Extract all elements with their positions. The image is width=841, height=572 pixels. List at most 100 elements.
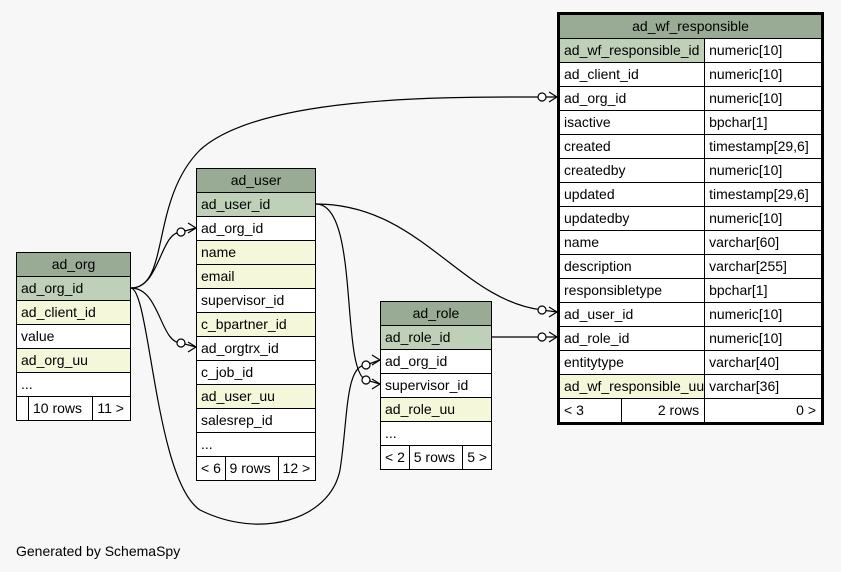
- table-ad-role[interactable]: ad_role ad_role_id ad_org_id supervisor_…: [380, 301, 492, 470]
- column-row[interactable]: ad_org_id: [380, 349, 492, 374]
- column-name: responsibletype: [557, 278, 706, 303]
- row-count: 9 rows: [224, 456, 279, 481]
- column-type: timestamp[29,6]: [704, 134, 823, 159]
- table-ad-user[interactable]: ad_user ad_user_id ad_org_id name email …: [196, 168, 317, 481]
- edge-end-circle: [361, 375, 371, 385]
- column-name: ad_user_id: [557, 302, 706, 327]
- column-row[interactable]: ad_orgtrx_id: [196, 336, 316, 361]
- edge-user-to-role-supervisor: [315, 203, 381, 385]
- column-name: ad_role_id: [557, 326, 706, 351]
- crowfoot: [548, 331, 558, 343]
- column-row[interactable]: ad_org_uu: [16, 348, 131, 373]
- row-count: 2 rows: [620, 398, 706, 424]
- column-row[interactable]: c_job_id: [196, 360, 316, 385]
- column-row[interactable]: ...: [380, 421, 492, 446]
- edge-org-to-user-orgtrx: [130, 287, 197, 348]
- crowfoot: [546, 91, 558, 103]
- edge-org-to-wf-org: [130, 96, 543, 289]
- column-row[interactable]: ...: [196, 432, 316, 457]
- edge-org-to-role-org: [130, 287, 381, 525]
- column-type: numeric[10]: [704, 158, 823, 183]
- column-row[interactable]: name: [196, 240, 316, 265]
- column-row[interactable]: ad_org_id: [196, 216, 316, 241]
- children-count[interactable]: 11 >: [92, 396, 131, 421]
- column-name: ad_wf_responsible_uu: [557, 374, 706, 399]
- column-row[interactable]: ad_org_id: [16, 276, 131, 301]
- edge-end-circle: [361, 360, 371, 370]
- column-row[interactable]: c_bpartner_id: [196, 312, 316, 337]
- column-type: numeric[10]: [704, 38, 823, 63]
- parents-count[interactable]: < 6: [196, 456, 226, 481]
- column-row[interactable]: ad_role_uu: [380, 397, 492, 422]
- parents-count[interactable]: < 3: [558, 398, 622, 424]
- column-type: varchar[255]: [704, 254, 823, 279]
- column-name: ad_client_id: [557, 62, 706, 87]
- column-name: updatedby: [557, 206, 706, 231]
- table-title[interactable]: ad_role: [380, 301, 492, 326]
- edge-end-circle: [537, 332, 547, 342]
- generated-by-label: Generated by SchemaSpy: [16, 543, 181, 559]
- column-name: ad_org_id: [557, 86, 706, 111]
- crowfoot: [187, 341, 197, 353]
- column-name: entitytype: [557, 350, 706, 375]
- edge-end-circle: [537, 92, 547, 102]
- column-name: name: [557, 230, 706, 255]
- column-type: bpchar[1]: [704, 110, 823, 135]
- column-row[interactable]: value: [16, 324, 131, 349]
- crowfoot: [548, 306, 558, 318]
- column-type: varchar[36]: [704, 374, 823, 399]
- edge-end-circle: [537, 305, 547, 315]
- parents-count[interactable]: [16, 396, 29, 421]
- column-row[interactable]: ad_user_uu: [196, 384, 316, 409]
- column-type: timestamp[29,6]: [704, 182, 823, 207]
- table-title[interactable]: ad_org: [16, 252, 131, 277]
- crowfoot: [187, 222, 197, 234]
- row-count: 5 rows: [408, 445, 464, 470]
- column-row[interactable]: ...: [16, 372, 131, 397]
- column-type: numeric[10]: [704, 326, 823, 351]
- column-type: numeric[10]: [704, 62, 823, 87]
- table-ad-org[interactable]: ad_org ad_org_id ad_client_id value ad_o…: [16, 252, 131, 421]
- column-row[interactable]: salesrep_id: [196, 408, 316, 433]
- column-row[interactable]: ad_client_id: [16, 300, 131, 325]
- column-row[interactable]: ad_user_id: [196, 192, 316, 217]
- children-count[interactable]: 0 >: [704, 398, 823, 424]
- column-name: created: [557, 134, 706, 159]
- children-count[interactable]: 12 >: [277, 456, 317, 481]
- column-row[interactable]: ad_role_id: [380, 325, 492, 350]
- column-name: isactive: [557, 110, 706, 135]
- column-name: createdby: [557, 158, 706, 183]
- edge-org-to-user-org: [130, 227, 197, 289]
- column-row[interactable]: supervisor_id: [380, 373, 492, 398]
- parents-count[interactable]: < 2: [380, 445, 410, 470]
- crowfoot: [371, 354, 381, 366]
- column-type: bpchar[1]: [704, 278, 823, 303]
- table-title[interactable]: ad_user: [196, 168, 316, 193]
- edge-end-circle: [176, 338, 186, 348]
- column-row[interactable]: email: [196, 264, 316, 289]
- column-name: description: [557, 254, 706, 279]
- column-type: varchar[40]: [704, 350, 823, 375]
- row-count: 10 rows: [27, 396, 94, 421]
- crowfoot: [371, 378, 381, 390]
- children-count[interactable]: 5 >: [462, 445, 492, 470]
- column-row[interactable]: supervisor_id: [196, 288, 316, 313]
- table-title[interactable]: ad_wf_responsible: [558, 13, 823, 39]
